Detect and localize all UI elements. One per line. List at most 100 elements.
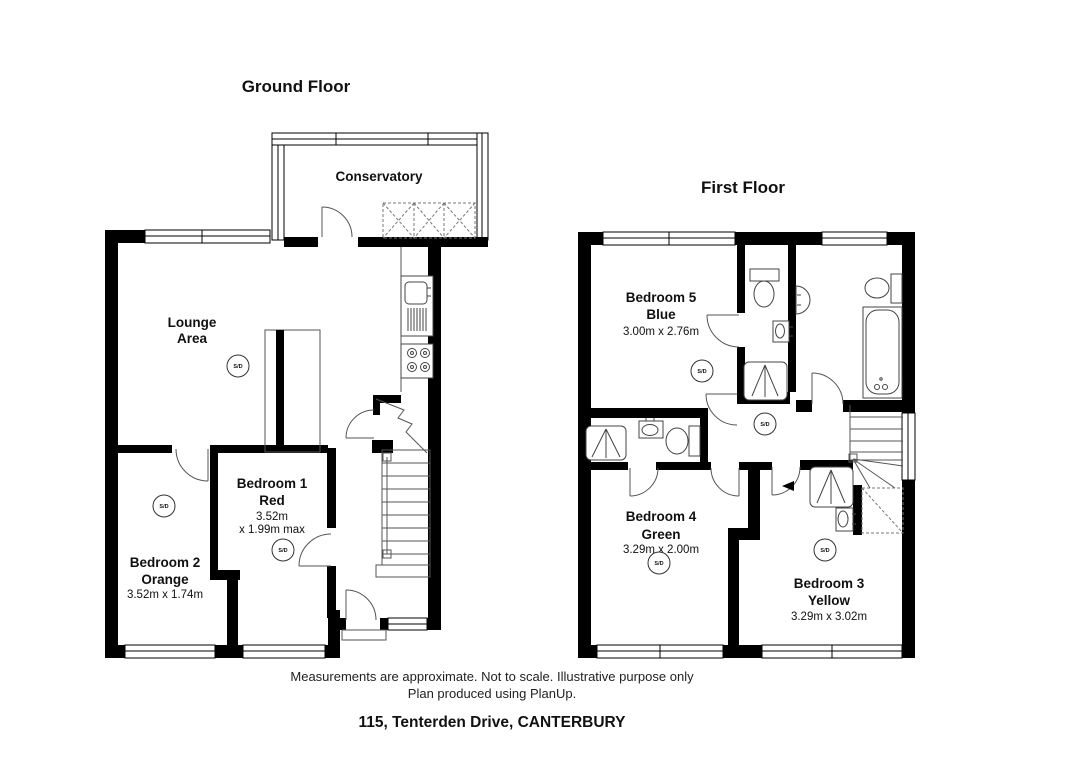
- front-door: [345, 589, 377, 621]
- cistern-icon: [688, 425, 701, 457]
- wall: [796, 400, 812, 412]
- ground-floor-stairs: [375, 398, 431, 578]
- bedroom1-label: Bedroom 1: [237, 476, 308, 491]
- bedroom4-dims: 3.29m x 2.00m: [623, 544, 699, 556]
- wall: [118, 445, 172, 453]
- wall: [276, 330, 284, 448]
- kitchen-fixtures: [400, 275, 434, 379]
- wall: [902, 232, 915, 413]
- storage-outline: [382, 202, 476, 239]
- footer: Measurements are approximate. Not to sca…: [290, 669, 694, 731]
- bath-icon: [862, 306, 903, 399]
- wall: [578, 232, 591, 658]
- door-bedroom1: [298, 533, 332, 567]
- burner-icon: [420, 348, 430, 358]
- wall: [656, 462, 711, 470]
- smoke-detector-icon: S/D: [690, 359, 714, 383]
- toilet-icon: [753, 280, 775, 308]
- door-shower-room: [629, 467, 659, 497]
- wall: [210, 445, 218, 572]
- door-arc: [710, 467, 740, 497]
- chimney-breast-outline: [264, 329, 321, 453]
- door-arc: [811, 372, 844, 405]
- bedroom5-dims: 3.00m x 2.76m: [623, 326, 699, 338]
- conservatory-label: Conservatory: [335, 169, 423, 184]
- wall: [578, 408, 708, 418]
- bedroom1-color-label: Red: [259, 493, 285, 508]
- storage-crosses: [382, 202, 476, 239]
- burner-dot: [410, 351, 414, 355]
- disclaimer-line2: Plan produced using PlanUp.: [408, 686, 576, 701]
- smoke-detector-icon: S/D: [271, 538, 295, 562]
- stair-direction-line: [375, 398, 428, 454]
- wall: [578, 232, 603, 245]
- wall: [105, 230, 118, 658]
- wall: [428, 247, 441, 630]
- wall: [723, 645, 762, 658]
- burner-dot: [410, 365, 414, 369]
- newel-post: [848, 453, 858, 463]
- lounge-label: Lounge: [168, 315, 217, 330]
- door-arc: [345, 409, 375, 439]
- wall: [373, 403, 380, 415]
- door-arc: [629, 467, 659, 497]
- smoke-detector-label: S/D: [159, 504, 168, 510]
- smoke-detector-label: S/D: [697, 369, 706, 375]
- wall: [578, 645, 597, 658]
- door-bedroom5: [705, 393, 738, 426]
- bedroom2-color-label: Orange: [141, 572, 189, 587]
- ground-floor-title: Ground Floor: [242, 77, 351, 96]
- door-arc: [175, 448, 209, 482]
- smoke-detector-circle: [152, 494, 176, 518]
- wall: [728, 540, 739, 645]
- disclaimer-line1: Measurements are approximate. Not to sca…: [290, 669, 694, 684]
- bedroom5-color-label: Blue: [646, 307, 676, 322]
- stair-winders: [852, 458, 904, 489]
- wall: [788, 245, 796, 392]
- wall: [737, 245, 745, 313]
- wall: [217, 445, 328, 453]
- door-arc: [321, 206, 353, 238]
- bedroom1-dim1: 3.52m: [256, 511, 288, 523]
- storage-units-icon: [382, 202, 476, 239]
- ground-floor-doors: [175, 409, 377, 621]
- bath-tap: [874, 384, 880, 390]
- lounge-label-line2: Area: [177, 331, 208, 346]
- first-floor-windows: [596, 231, 916, 659]
- wall: [728, 528, 760, 540]
- door-bedroom4: [710, 467, 740, 497]
- door-conservatory: [321, 206, 353, 238]
- stair-treads: [850, 416, 903, 461]
- burner-dot: [423, 365, 427, 369]
- smoke-detector-circle: [690, 359, 714, 383]
- wc-fixtures: [743, 268, 793, 401]
- bedroom3-dims: 3.29m x 3.02m: [791, 611, 867, 623]
- bedroom3-label: Bedroom 3: [794, 576, 865, 591]
- bedroom1-dim2: x 1.99m max: [239, 524, 305, 536]
- shower-room-fixtures: [585, 418, 701, 461]
- wall: [227, 578, 238, 645]
- bedroom2-label: Bedroom 2: [130, 555, 201, 570]
- basin-bowl: [775, 323, 785, 339]
- first-floor-doors: [629, 314, 844, 497]
- smoke-detector-circle: [271, 538, 295, 562]
- wall-basin-icon: [795, 285, 811, 315]
- newel-post: [382, 452, 392, 462]
- burner-icon: [407, 348, 417, 358]
- storage-dividers: [413, 203, 445, 238]
- door-bedroom3: [771, 466, 801, 496]
- wall: [427, 618, 441, 630]
- burner-icon: [407, 362, 417, 372]
- bedroom4-label: Bedroom 4: [626, 509, 697, 524]
- bath-plug: [879, 377, 883, 381]
- first-floor-plan: First Floor: [578, 178, 916, 659]
- smoke-detector-circle: [813, 538, 837, 562]
- first-floor-title: First Floor: [701, 178, 785, 197]
- door-ensuite-wc: [706, 314, 740, 348]
- smoke-detector-circle: [753, 412, 777, 436]
- door-arc: [298, 533, 332, 567]
- ground-floor-walls: [105, 230, 441, 658]
- bedroom5-label: Bedroom 5: [626, 290, 697, 305]
- door-arc: [705, 393, 738, 426]
- stairs-outline: [381, 449, 431, 566]
